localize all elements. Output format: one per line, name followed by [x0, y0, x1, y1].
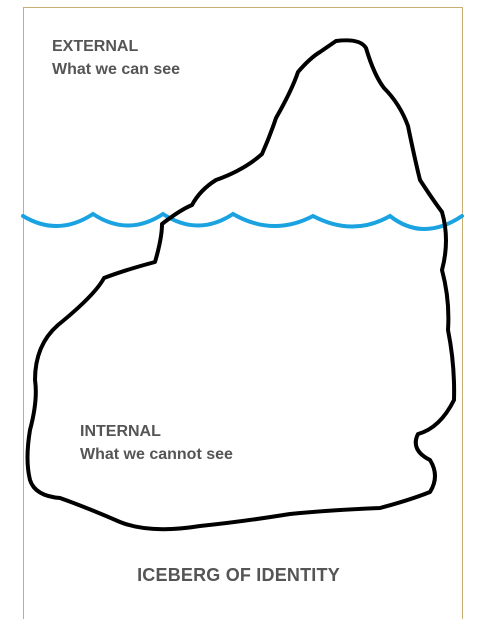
diagram-caption: ICEBERG OF IDENTITY: [0, 565, 477, 586]
external-label: EXTERNAL What we can see: [52, 35, 180, 81]
waterline: [23, 214, 462, 229]
internal-heading: INTERNAL: [80, 420, 233, 443]
internal-subtext: What we cannot see: [80, 443, 233, 466]
external-heading: EXTERNAL: [52, 35, 180, 58]
external-subtext: What we can see: [52, 58, 180, 81]
internal-label: INTERNAL What we cannot see: [80, 420, 233, 466]
